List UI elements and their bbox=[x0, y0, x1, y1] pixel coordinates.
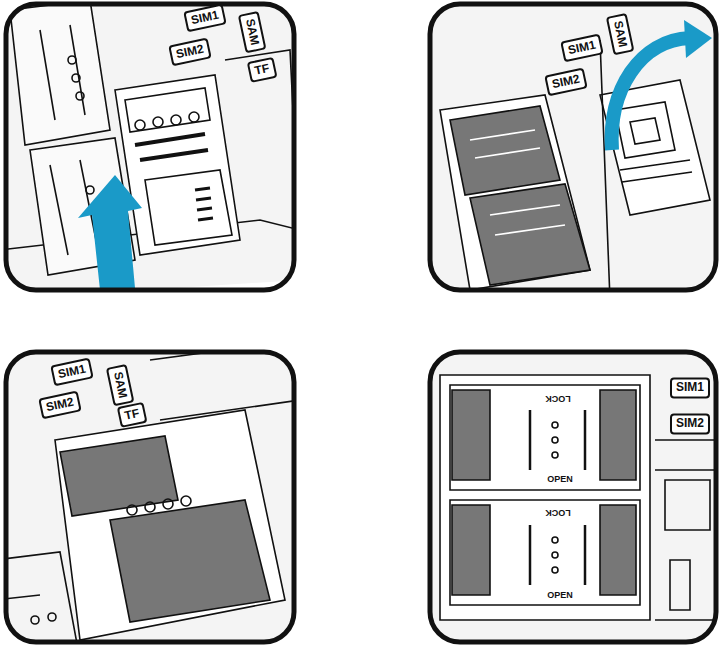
slot-label: SIM2 bbox=[670, 413, 710, 434]
lock-label: OPEN bbox=[545, 475, 575, 485]
lock-label: LOCK bbox=[543, 393, 573, 403]
lock-label: LOCK bbox=[543, 507, 573, 517]
slot-label: SIM1 bbox=[670, 377, 710, 398]
lock-label: OPEN bbox=[545, 591, 575, 601]
